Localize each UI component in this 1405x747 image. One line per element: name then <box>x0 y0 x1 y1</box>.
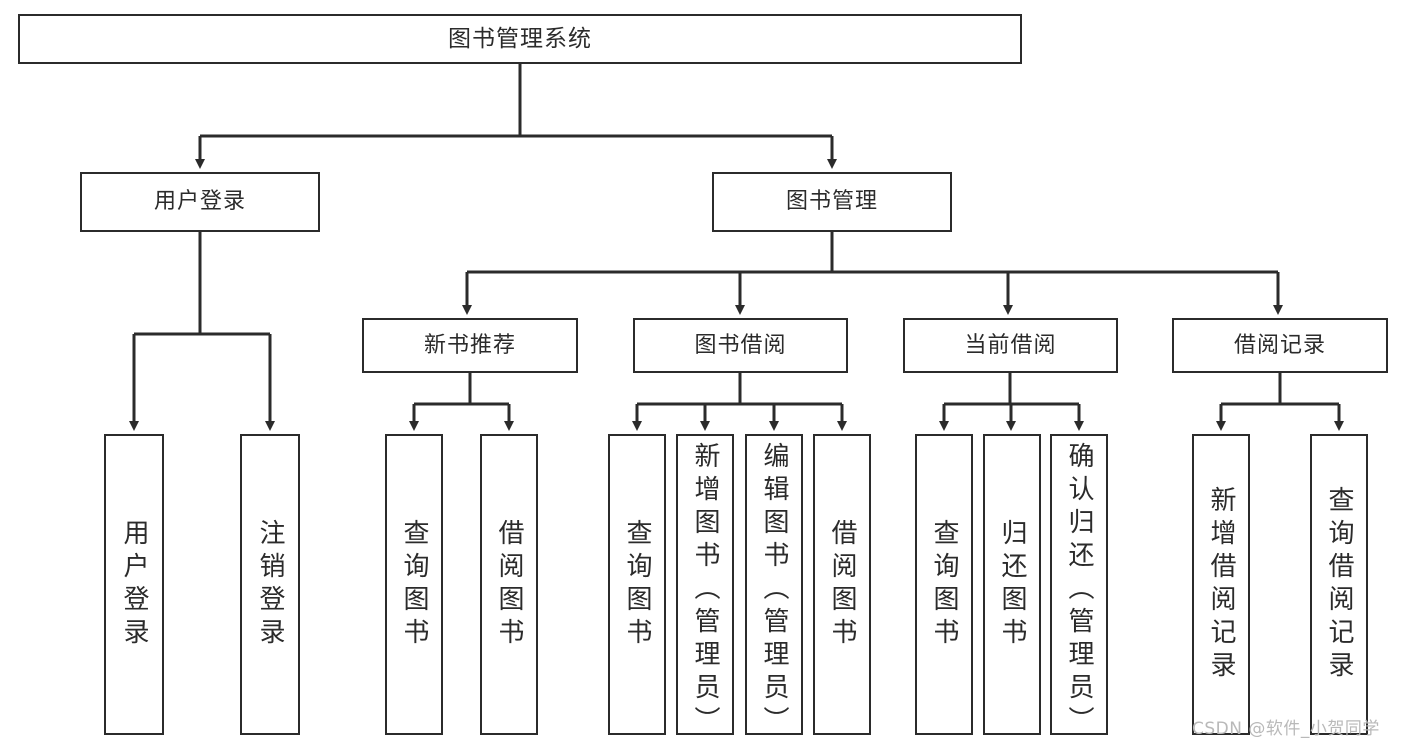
node-root-book-management-system[interactable]: 图书管理系统 <box>18 14 1022 64</box>
node-borrow-record[interactable]: 借阅记录 <box>1172 318 1388 373</box>
leaf-add-borrow-record[interactable]: 新增借阅记录 <box>1192 434 1250 735</box>
node-label: 借阅记录 <box>1233 332 1326 358</box>
leaf-return-book[interactable]: 归还图书 <box>983 434 1041 735</box>
node-label: 确认归还（管理员） <box>1064 442 1094 739</box>
leaf-logout-login[interactable]: 注销登录 <box>240 434 300 735</box>
node-label: 借阅图书 <box>827 518 857 651</box>
node-label: 新增图书（管理员） <box>690 442 720 739</box>
leaf-query-book-recommend[interactable]: 查询图书 <box>385 434 443 735</box>
node-label: 新书推荐 <box>423 332 516 358</box>
leaf-borrow-book[interactable]: 借阅图书 <box>813 434 871 735</box>
node-new-book-recommend[interactable]: 新书推荐 <box>362 318 578 373</box>
leaf-borrow-book-recommend[interactable]: 借阅图书 <box>480 434 538 735</box>
leaf-query-book-borrow[interactable]: 查询图书 <box>608 434 666 735</box>
leaf-query-book-current[interactable]: 查询图书 <box>915 434 973 735</box>
node-book-borrow[interactable]: 图书借阅 <box>633 318 848 373</box>
node-user-login[interactable]: 用户登录 <box>80 172 320 232</box>
leaf-confirm-return-admin[interactable]: 确认归还（管理员） <box>1050 434 1108 739</box>
node-label: 借阅图书 <box>494 518 524 651</box>
node-label: 注销登录 <box>255 518 285 651</box>
node-current-borrow[interactable]: 当前借阅 <box>903 318 1118 373</box>
leaf-query-borrow-record[interactable]: 查询借阅记录 <box>1310 434 1368 735</box>
node-label: 用户登录 <box>119 518 149 651</box>
leaf-user-login[interactable]: 用户登录 <box>104 434 164 735</box>
leaf-add-book-admin[interactable]: 新增图书（管理员） <box>676 434 734 739</box>
node-label: 编辑图书（管理员） <box>759 442 789 739</box>
node-label: 图书管理 <box>785 189 878 215</box>
node-label: 图书借阅 <box>694 332 787 358</box>
node-label: 当前借阅 <box>964 332 1057 358</box>
node-label: 用户登录 <box>153 189 246 215</box>
node-book-management[interactable]: 图书管理 <box>712 172 952 232</box>
node-label: 归还图书 <box>997 518 1027 651</box>
leaf-edit-book-admin[interactable]: 编辑图书（管理员） <box>745 434 803 739</box>
node-label: 查询图书 <box>399 518 429 651</box>
node-label: 查询借阅记录 <box>1324 485 1354 684</box>
csdn-watermark: CSDN @软件_小贺同学 <box>1192 719 1380 739</box>
node-label: 新增借阅记录 <box>1206 485 1236 684</box>
node-label: 查询图书 <box>929 518 959 651</box>
node-label: 图书管理系统 <box>448 25 592 52</box>
node-label: 查询图书 <box>622 518 652 651</box>
